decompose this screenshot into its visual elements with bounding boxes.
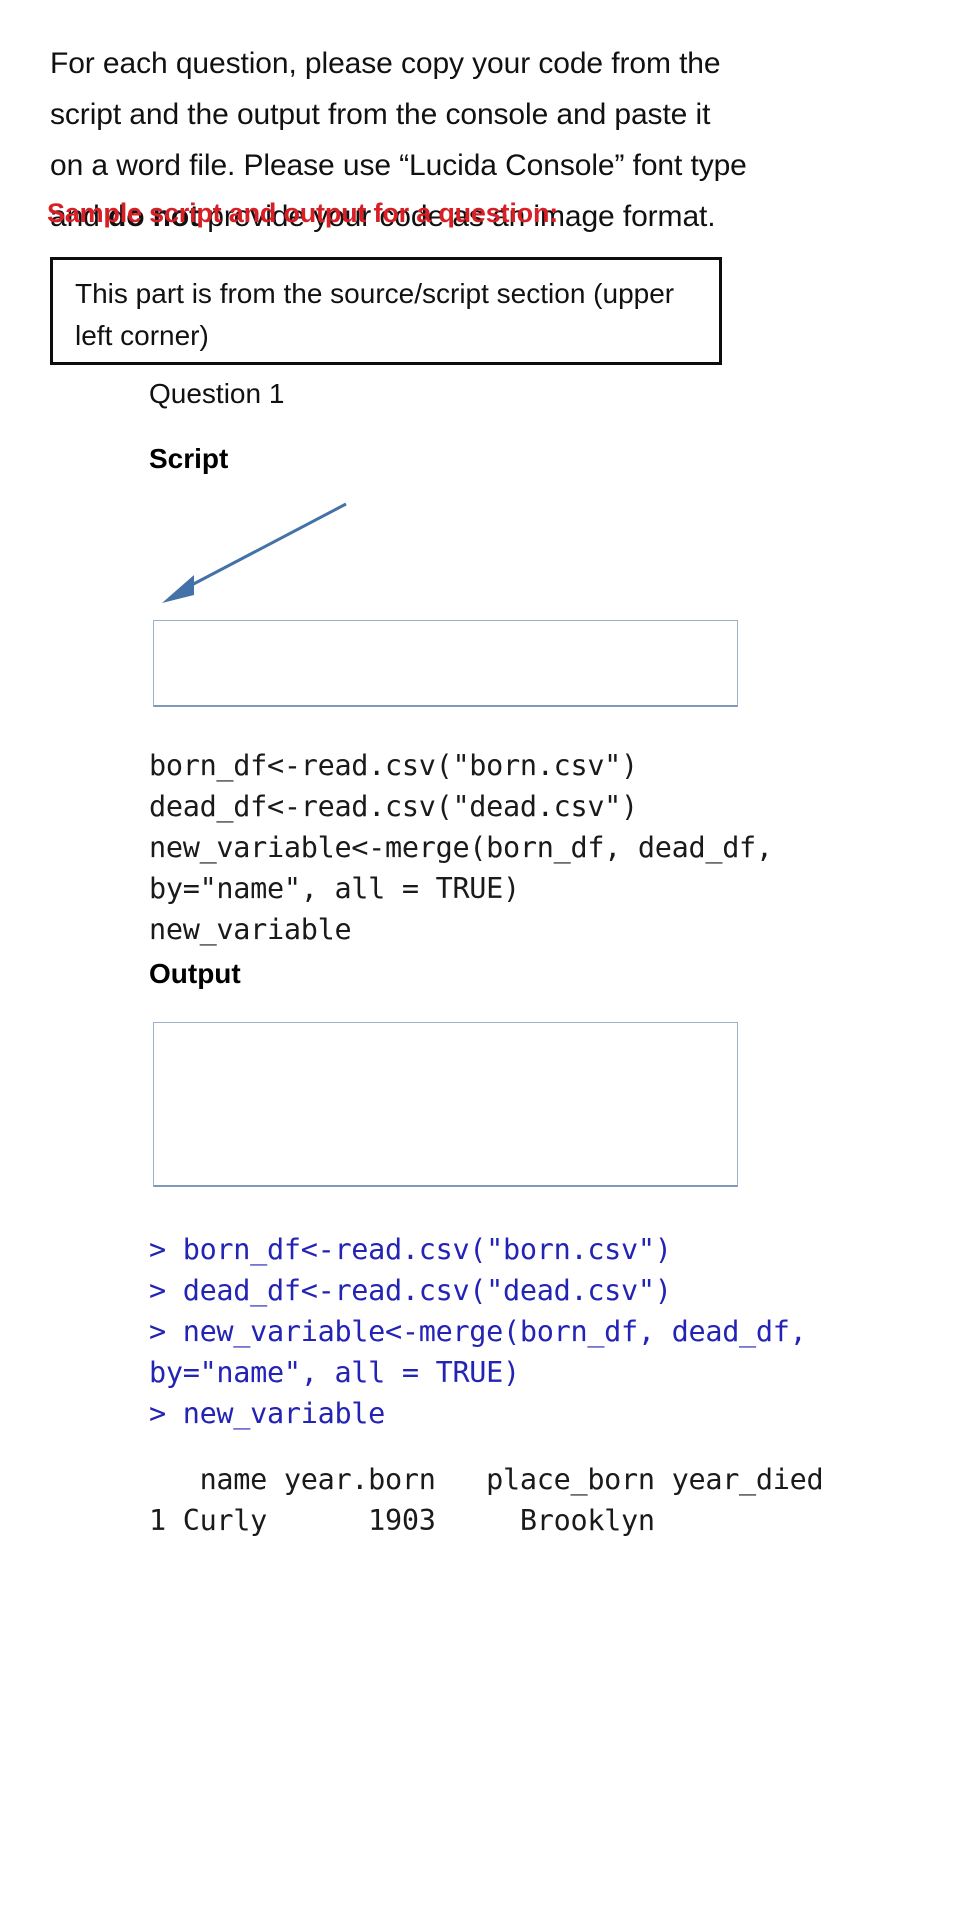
console-code-text: > born_df<-read.csv("born.csv") > dead_d… (149, 1232, 807, 1430)
callout-text: This part is from the source/script sect… (75, 278, 675, 351)
script-placeholder-box (153, 620, 738, 707)
section-heading-sample: Sample script and output for a question: (47, 198, 559, 228)
script-heading: Script (149, 443, 229, 474)
callout-box: This part is from the source/script sect… (50, 257, 722, 365)
output-placeholder-box (153, 1022, 738, 1187)
intro-text-bold: do not (108, 200, 200, 233)
intro-text-part1: For each question, please copy your code… (50, 47, 747, 233)
question-label: Question 1 (149, 378, 285, 409)
console-output-table-text: name year.born place_born year_died 1 Cu… (149, 1462, 824, 1537)
intro-text-part2: provide your code as an image format. (199, 200, 716, 233)
output-heading: Output (149, 958, 241, 989)
annotation-arrow-icon (162, 502, 347, 603)
intro-paragraph: For each question, please copy your code… (50, 38, 750, 242)
script-code-text: born_df<-read.csv("born.csv") dead_df<-r… (149, 748, 773, 946)
